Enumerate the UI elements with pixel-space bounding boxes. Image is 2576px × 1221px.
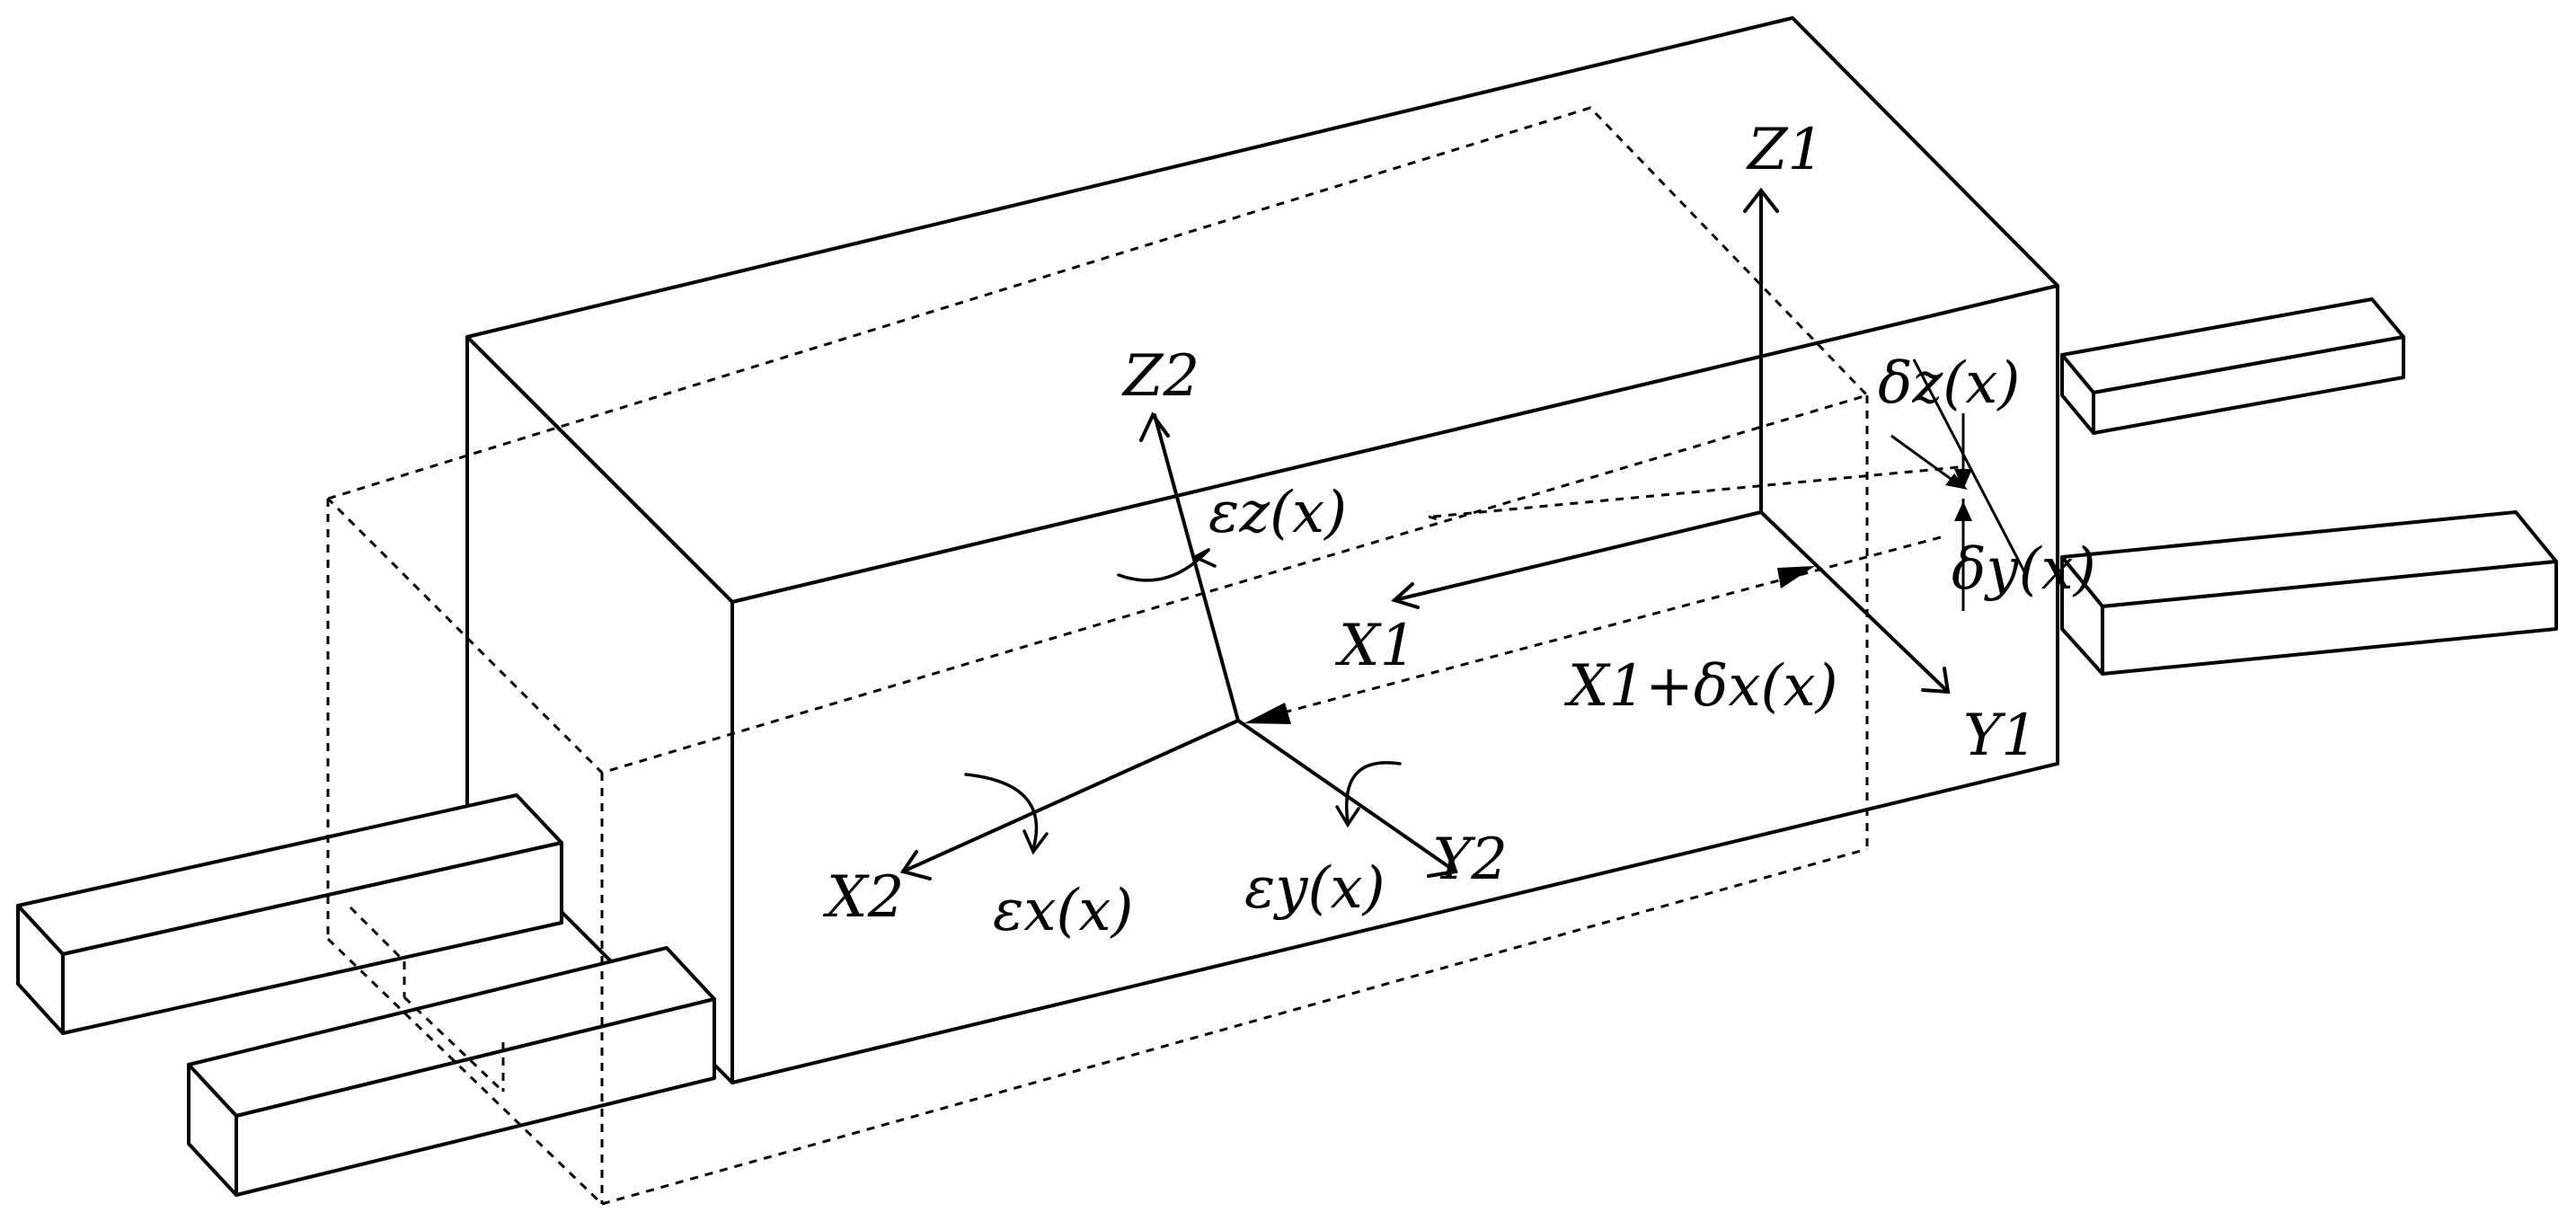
x2-axis [901, 719, 1240, 873]
delta-z-arrow-head-icon [1954, 469, 1972, 490]
label-y1: Y1 [1963, 703, 2038, 769]
displaced-carriage-outline [326, 106, 1960, 1206]
label-y2: Y2 [1433, 827, 1508, 893]
frame-1-axes [1391, 187, 1951, 695]
guide-rail-left-lower [187, 946, 716, 1197]
x2-arrow-head-icon [899, 850, 932, 880]
epsilon-x-rotation-icon [964, 773, 1039, 851]
y2-arrow-head-icon [1427, 847, 1458, 878]
z2-axis [1153, 413, 1240, 722]
label-epsilon-y: εy(x) [1244, 855, 1385, 922]
guide-rail-right-lower [2060, 510, 2558, 676]
epsilon-y-rotation-icon [1345, 761, 1402, 824]
z2-arrow-head-icon [1139, 411, 1170, 442]
guide-rail-left-upper [16, 793, 563, 1035]
label-x2: X2 [822, 864, 904, 931]
label-x1: X1 [1334, 613, 1416, 679]
rotation-arcs [964, 548, 1402, 855]
y1-arrow-head-icon [1921, 667, 1951, 695]
delta-zy-displacement [1890, 358, 2028, 611]
delta-x-end-arrow-icon [1777, 566, 1815, 588]
x1-arrow-head-icon [1391, 582, 1420, 609]
delta-x-displacement [1244, 535, 1942, 724]
labels: Z1 X1 Y1 X1+δx(x) δz(x) δy(x) Z2 εz(x) X… [822, 117, 2096, 944]
label-epsilon-x: εx(x) [993, 878, 1133, 944]
label-x1-plus-delta-x: X1+δx(x) [1563, 653, 1838, 720]
label-z2: Z2 [1121, 343, 1199, 410]
delta-y-arrow-head-icon [1954, 501, 1972, 521]
label-delta-y: δy(x) [1952, 536, 2096, 603]
x1-axis [1393, 510, 1763, 602]
label-epsilon-z: εz(x) [1208, 480, 1347, 546]
label-z1: Z1 [1746, 117, 1824, 183]
delta-x-arrow-head-icon [1244, 703, 1291, 724]
label-delta-z: δz(x) [1878, 350, 2020, 417]
y1-axis [1759, 510, 1950, 694]
guide-rail-right-upper [2060, 297, 2405, 435]
z1-arrow-head-icon [1743, 187, 1779, 213]
